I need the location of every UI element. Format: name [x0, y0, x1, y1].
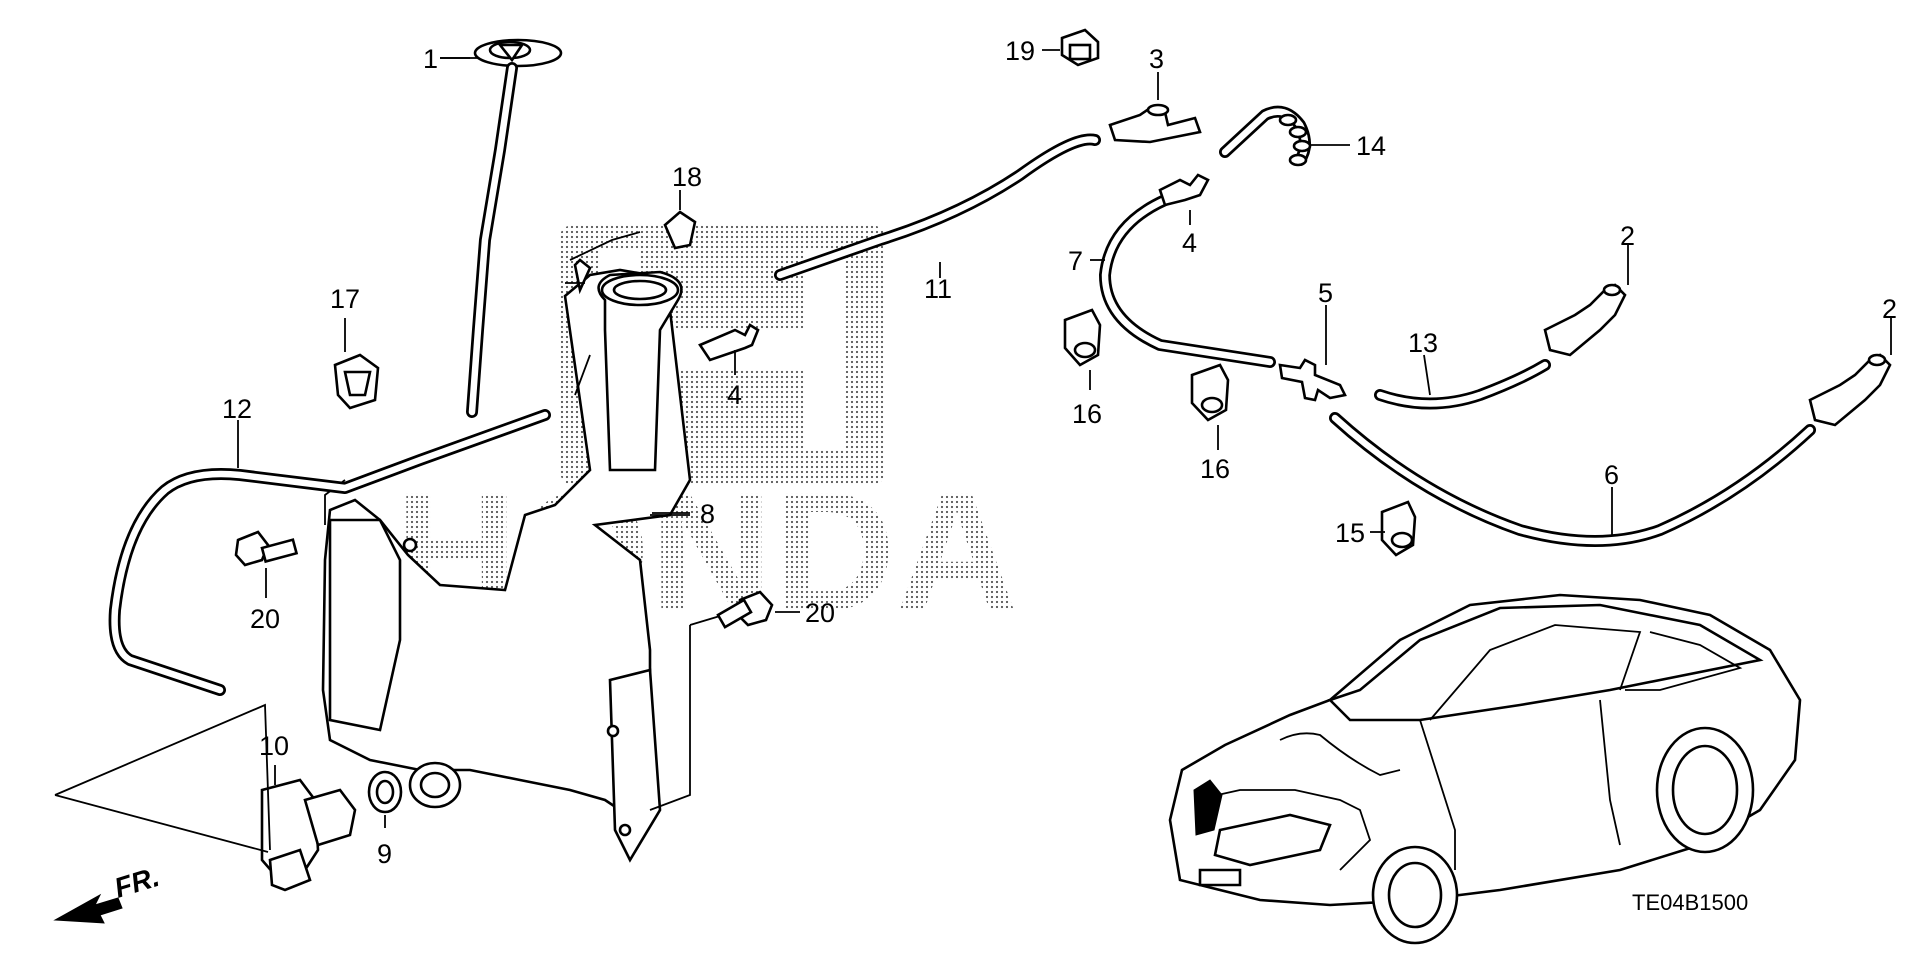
callout-2a: 2: [1620, 221, 1635, 251]
callout-19: 19: [1005, 36, 1035, 66]
part-20-bolt-b: [716, 590, 774, 629]
callout-5: 5: [1318, 278, 1333, 308]
part-5-t-joint: [1278, 358, 1347, 402]
part-16-clip-a: [1063, 308, 1102, 367]
part-9-seal: [367, 770, 403, 814]
part-16-clip-b: [1190, 363, 1230, 422]
callout-10: 10: [259, 731, 289, 761]
callout-12: 12: [222, 394, 252, 424]
part-11-hose: [774, 133, 1101, 281]
callout-20a: 20: [250, 604, 280, 634]
callout-7: 7: [1068, 246, 1083, 276]
callout-20b: 20: [805, 598, 835, 628]
figure-code: TE04B1500: [1632, 890, 1748, 915]
part-10-pump: [260, 778, 357, 892]
part-3-elbow-joint: [1108, 103, 1202, 144]
callout-15: 15: [1335, 518, 1365, 548]
callout-16b: 16: [1200, 454, 1230, 484]
callout-8: 8: [700, 499, 715, 529]
part-15-clip: [1380, 500, 1417, 557]
callout-1: 1: [423, 44, 438, 74]
callout-17: 17: [330, 284, 360, 314]
callout-3: 3: [1149, 44, 1164, 74]
front-direction-arrow: FR.: [53, 861, 163, 924]
part-18-clip: [663, 210, 697, 250]
part-6-hose: [1329, 412, 1816, 547]
part-20-bolt-a: [234, 530, 299, 567]
callout-4a: 4: [727, 380, 742, 410]
part-13-hose: [1374, 359, 1551, 410]
callout-2b: 2: [1882, 294, 1897, 324]
callout-14: 14: [1356, 131, 1386, 161]
part-8-washer-tank: [321, 231, 741, 863]
part-2-nozzle-a: [1543, 283, 1627, 357]
leader-lines: [237, 49, 1892, 828]
part-14-hose: [1219, 105, 1312, 167]
callout-9: 9: [377, 839, 392, 869]
callout-4b: 4: [1182, 228, 1197, 258]
part-4-joint-a: [698, 323, 760, 362]
car-illustration: [1168, 593, 1802, 945]
part-1-filler-cap: [440, 38, 563, 418]
callout-18: 18: [672, 162, 702, 192]
direction-label: FR.: [111, 861, 163, 904]
part-17-clip: [333, 353, 380, 410]
part-2-nozzle-b: [1808, 353, 1892, 427]
part-4-joint-b: [1158, 173, 1210, 207]
callout-11: 11: [924, 274, 952, 304]
part-7-hose: [1099, 194, 1276, 368]
part-19-clip: [1060, 28, 1100, 67]
callout-13: 13: [1408, 328, 1438, 358]
part-12-hose: [108, 409, 551, 696]
callout-labels: 1 2 2 3 4 4 18 5 6 7 8 9 10 11 12 13 14 …: [222, 36, 1897, 869]
pump-leader: [54, 703, 271, 851]
callout-6: 6: [1604, 460, 1619, 490]
callout-16a: 16: [1072, 399, 1102, 429]
